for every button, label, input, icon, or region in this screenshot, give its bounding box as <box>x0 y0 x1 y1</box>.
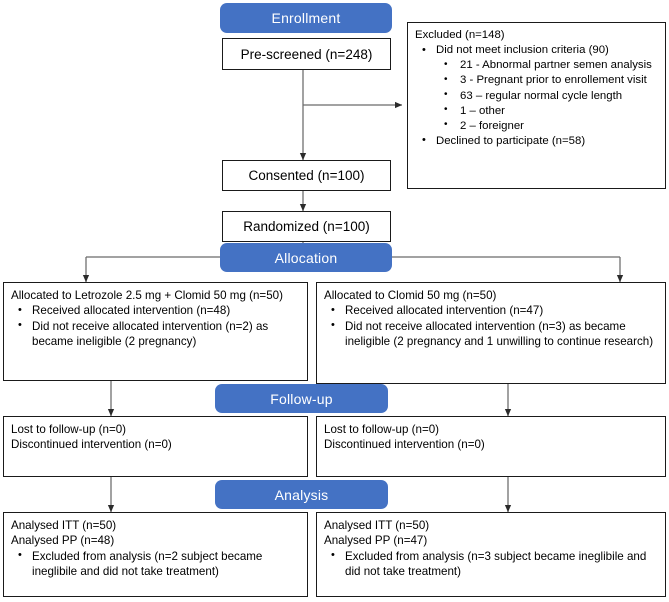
followup-right-line2: Discontinued intervention (n=0) <box>324 438 485 452</box>
excluded-subitem: 2 – foreigner <box>436 118 659 134</box>
excluded-subitem: 1 – other <box>436 103 659 119</box>
stage-banner-enrollment: Enrollment <box>220 3 392 33</box>
analysis-right-list: Excluded from analysis (n=3 subject beca… <box>324 548 659 580</box>
allocation-left-item: Received allocated intervention (n=48) <box>11 303 301 318</box>
box-analysis-right: Analysed ITT (n=50) Analysed PP (n=47) E… <box>316 512 666 597</box>
analysis-left-list: Excluded from analysis (n=2 subject beca… <box>11 548 301 580</box>
allocation-left-list: Received allocated intervention (n=48) D… <box>11 303 301 349</box>
excluded-title: Excluded (n=148) <box>415 29 505 41</box>
box-excluded: Excluded (n=148) Did not meet inclusion … <box>407 22 666 189</box>
box-pre-screened-label: Pre-screened (n=248) <box>240 46 373 62</box>
excluded-subitem: 3 - Pregnant prior to enrollement visit <box>436 73 659 88</box>
allocation-right-heading: Allocated to Clomid 50 mg (n=50) <box>324 289 497 302</box>
allocation-right-item: Did not receive allocated intervention (… <box>324 318 659 350</box>
box-allocation-left: Allocated to Letrozole 2.5 mg + Clomid 5… <box>3 282 308 381</box>
stage-banner-enrollment-label: Enrollment <box>271 10 341 26</box>
excluded-subitem: 21 - Abnormal partner semen analysis <box>436 58 659 73</box>
allocation-left-heading: Allocated to Letrozole 2.5 mg + Clomid 5… <box>11 289 283 302</box>
analysis-left-line2: Analysed PP (n=48) <box>11 534 115 548</box>
excluded-item: Did not meet inclusion criteria (90) 21 … <box>415 43 659 134</box>
analysis-left-item: Excluded from analysis (n=2 subject beca… <box>11 548 301 580</box>
excluded-item-label: Did not meet inclusion criteria (90) <box>436 44 609 57</box>
stage-banner-analysis: Analysis <box>215 480 388 509</box>
stage-banner-allocation-label: Allocation <box>274 249 338 266</box>
stage-banner-allocation: Allocation <box>220 243 392 272</box>
box-followup-left: Lost to follow-up (n=0) Discontinued int… <box>3 416 308 477</box>
allocation-right-item: Received allocated intervention (n=47) <box>324 303 659 318</box>
analysis-right-line2: Analysed PP (n=47) <box>324 534 428 548</box>
excluded-item: Declined to participate (n=58) <box>415 133 659 149</box>
followup-left-line2: Discontinued intervention (n=0) <box>11 438 172 452</box>
box-allocation-right: Allocated to Clomid 50 mg (n=50) Receive… <box>316 282 666 384</box>
stage-banner-followup-label: Follow-up <box>270 390 333 407</box>
box-consented-label: Consented (n=100) <box>248 168 365 183</box>
box-randomized-label: Randomized (n=100) <box>243 219 370 234</box>
excluded-list: Did not meet inclusion criteria (90) 21 … <box>415 43 659 149</box>
allocation-right-list: Received allocated intervention (n=47) D… <box>324 303 659 349</box>
box-randomized: Randomized (n=100) <box>222 211 391 242</box>
allocation-left-item: Did not receive allocated intervention (… <box>11 318 301 350</box>
excluded-subitem: 63 – regular normal cycle length <box>436 88 659 104</box>
stage-banner-followup: Follow-up <box>215 384 388 413</box>
box-analysis-left: Analysed ITT (n=50) Analysed PP (n=48) E… <box>3 512 308 597</box>
analysis-right-item: Excluded from analysis (n=3 subject beca… <box>324 548 659 580</box>
followup-left-line1: Lost to follow-up (n=0) <box>11 423 127 436</box>
analysis-left-line1: Analysed ITT (n=50) <box>11 519 117 532</box>
analysis-right-line1: Analysed ITT (n=50) <box>324 519 430 532</box>
box-consented: Consented (n=100) <box>222 160 391 191</box>
stage-banner-analysis-label: Analysis <box>274 486 329 503</box>
box-pre-screened: Pre-screened (n=248) <box>222 38 391 70</box>
excluded-sublist: 21 - Abnormal partner semen analysis 3 -… <box>436 58 659 134</box>
followup-right-line1: Lost to follow-up (n=0) <box>324 423 440 436</box>
box-followup-right: Lost to follow-up (n=0) Discontinued int… <box>316 416 666 477</box>
